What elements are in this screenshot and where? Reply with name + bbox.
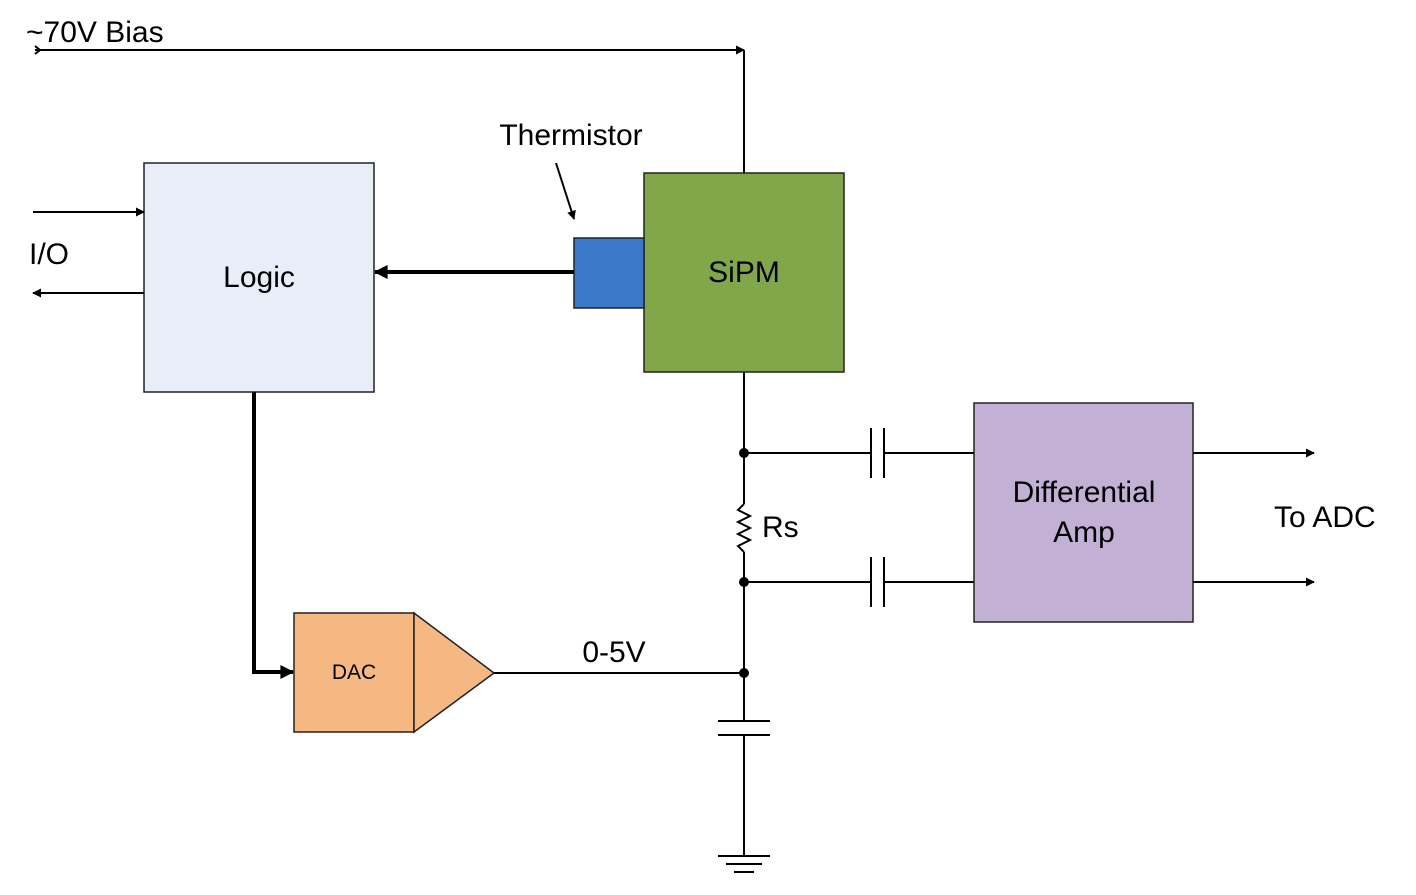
bias-line — [34, 45, 745, 173]
thermistor-block — [573, 237, 645, 309]
dac-label: DAC — [332, 661, 376, 684]
logic-block — [143, 162, 375, 393]
differential-amp-label-line1: Differential — [1013, 476, 1156, 509]
io-arrows — [32, 207, 145, 298]
sipm-output-chain — [735, 372, 753, 856]
sipm-block — [643, 172, 845, 373]
junction-dot-bottom — [739, 668, 749, 678]
dac-buffer-amp — [413, 611, 496, 734]
differential-amp-block — [973, 402, 1194, 623]
to-adc-label: To ADC — [1274, 501, 1376, 534]
coupling-capacitor-bottom — [744, 557, 974, 607]
bias-label: ~70V Bias — [26, 16, 164, 49]
dac-block — [293, 612, 415, 733]
voltage-range-label: 0-5V — [582, 636, 645, 669]
sipm-label: SiPM — [708, 256, 780, 289]
ground-symbol — [718, 855, 770, 873]
adc-output-arrows — [1193, 448, 1315, 587]
differential-amp-label-line2: Amp — [1053, 516, 1115, 549]
logic-to-dac-arrow — [252, 392, 295, 679]
filter-capacitor — [718, 720, 770, 736]
thermistor-pointer-arrow — [555, 162, 576, 220]
logic-label: Logic — [223, 261, 295, 294]
thermistor-label: Thermistor — [499, 119, 642, 152]
resistor-label: Rs — [762, 511, 799, 544]
io-label: I/O — [29, 238, 69, 271]
coupling-capacitor-top — [744, 428, 974, 478]
